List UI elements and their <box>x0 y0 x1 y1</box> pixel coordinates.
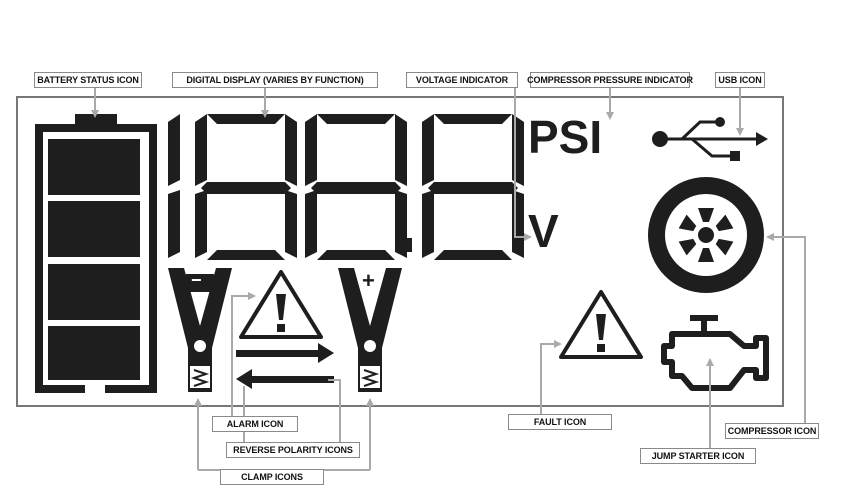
label-battery-status: BATTERY STATUS ICON <box>34 72 142 88</box>
negative-clamp-icon <box>168 268 232 392</box>
digit-4 <box>422 114 524 260</box>
label-usb: USB ICON <box>715 72 765 88</box>
label-voltage-indicator: VOLTAGE INDICATOR <box>406 72 518 88</box>
label-jump-starter: JUMP STARTER ICON <box>640 448 756 464</box>
digital-display <box>168 114 524 260</box>
psi-unit: PSI <box>528 111 603 163</box>
label-alarm: ALARM ICON <box>212 416 298 432</box>
label-reverse-polarity: REVERSE POLARITY ICONS <box>226 442 360 458</box>
engine-icon <box>661 315 769 391</box>
voltage-unit: V <box>528 205 559 257</box>
label-compressor: COMPRESSOR ICON <box>725 423 819 439</box>
negative-sign: − <box>191 270 202 290</box>
label-compressor-pressure: COMPRESSOR PRESSURE INDICATOR <box>527 72 693 88</box>
alarm-icon <box>239 270 323 339</box>
label-digital-display: DIGITAL DISPLAY (VARIES BY FUNCTION) <box>172 72 378 88</box>
tire-icon <box>648 177 764 293</box>
usb-icon <box>652 117 768 161</box>
decimal-point <box>398 238 412 252</box>
digit-3 <box>305 114 407 260</box>
fault-icon <box>559 290 643 359</box>
positive-sign: + <box>362 268 375 293</box>
battery-icon <box>35 114 157 393</box>
label-fault: FAULT ICON <box>508 414 612 430</box>
label-clamp: CLAMP ICONS <box>220 469 324 485</box>
digit-2 <box>195 114 297 260</box>
polarity-arrows-icon <box>236 343 334 389</box>
lcd-panel <box>16 96 784 407</box>
positive-clamp-icon <box>338 268 402 392</box>
digit-1 <box>168 114 180 258</box>
